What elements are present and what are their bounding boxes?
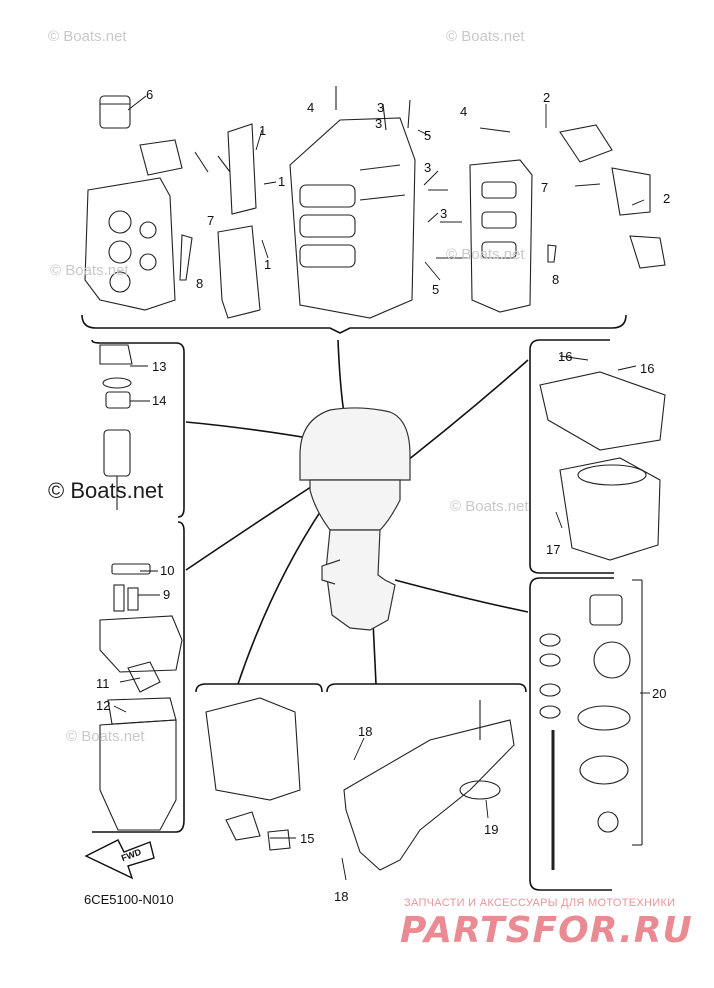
callout-3: 3 [424, 160, 432, 175]
callout-10: 10 [160, 563, 175, 578]
callout-18: 18 [358, 724, 373, 739]
callout-1: 1 [278, 174, 286, 189]
callout-20: 20 [652, 686, 667, 701]
bracket-right-upper [529, 339, 614, 574]
bracket-left-upper [91, 339, 185, 518]
callout-3: 3 [440, 206, 448, 221]
bracket-right-lower [529, 577, 614, 891]
callout-19: 19 [484, 822, 499, 837]
watermark: © Boats.net [446, 28, 525, 45]
callout-1: 1 [264, 257, 272, 272]
callout-16: 16 [640, 361, 655, 376]
watermark: © Boats.net [50, 262, 129, 279]
callout-3: 3 [377, 100, 385, 115]
callout-8: 8 [196, 276, 204, 291]
fwd-arrow-icon [84, 839, 155, 880]
callout-4: 4 [307, 100, 315, 115]
callout-4: 4 [460, 104, 468, 119]
callout-14: 14 [152, 393, 167, 408]
callout-7: 7 [541, 180, 549, 195]
watermark: © Boats.net [48, 28, 127, 45]
bracket-bottom-left [195, 683, 323, 693]
callout-8: 8 [552, 272, 560, 287]
watermark: © Boats.net [450, 498, 529, 515]
callout-3: 3 [375, 116, 383, 131]
callout-13: 13 [152, 359, 167, 374]
callout-5: 5 [432, 282, 440, 297]
bracket-left-lower [92, 521, 185, 833]
watermark: © Boats.net [66, 728, 145, 745]
callout-7: 7 [207, 213, 215, 228]
callout-9: 9 [163, 587, 171, 602]
brand-tagline: ЗАПЧАСТИ И АКСЕССУАРЫ ДЛЯ МОТОТЕХНИКИ [404, 897, 676, 909]
callout-6: 6 [146, 87, 154, 102]
diagram-code: 6CE5100-N010 [84, 892, 174, 907]
watermark: © Boats.net [446, 246, 525, 263]
callout-1: 1 [259, 123, 267, 138]
callout-15: 15 [300, 831, 315, 846]
outboard-motor-outline [299, 407, 411, 631]
callout-12: 12 [96, 698, 111, 713]
callout-11: 11 [96, 676, 110, 691]
callout-16: 16 [558, 349, 573, 364]
watermark: © Boats.net [48, 478, 164, 503]
callout-17: 17 [546, 542, 561, 557]
callout-18: 18 [334, 889, 349, 904]
callout-2: 2 [543, 90, 551, 105]
bracket-bottom-right [326, 683, 527, 693]
callout-2: 2 [663, 191, 671, 206]
brand-logo[interactable]: PARTSFOR.RU [400, 910, 693, 951]
callout-5: 5 [424, 128, 432, 143]
bracket-top [81, 314, 627, 334]
